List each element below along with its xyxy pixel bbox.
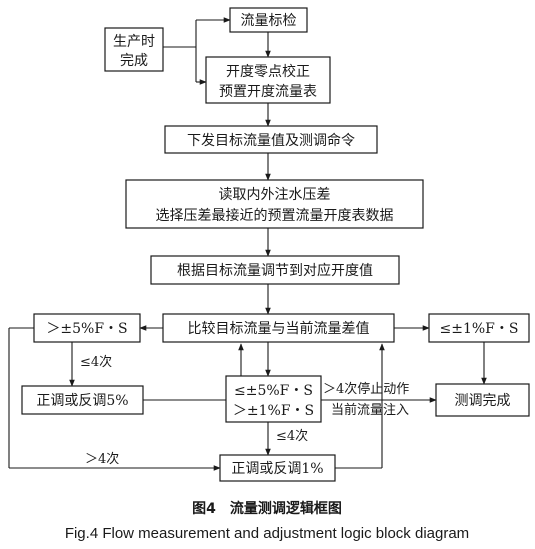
node-issue-target: 下发目标流量值及测调命令 [164,125,378,154]
adjust-opening-label: 根据目标流量调节到对应开度值 [177,262,373,279]
caption-cn: 图4 流量测调逻辑框图 [192,500,342,517]
node-adjust-opening: 根据目标流量调节到对应开度值 [150,255,400,285]
node-done: 测调完成 [435,383,530,417]
read-pressure-line2: 选择压差最接近的预置流量开度表数据 [156,207,394,224]
edge-label-gt4: ＞4次 [85,451,119,467]
edge-label-stop-line2: 当前流量注入 [331,402,409,418]
edge-label-stop-line1: ＞4次停止动作 [323,381,409,397]
zero-correction-line1: 开度零点校正 [226,63,310,80]
connectors [8,17,487,471]
read-pressure-line1: 读取内外注水压差 [219,186,331,203]
node-compare: 比较目标流量与当前流量差值 [162,313,395,343]
le1-label: ≤±1%F・S [440,321,519,337]
node-adjust-5: 正调或反调5% [21,385,144,415]
node-le1: ≤±1%F・S [428,313,530,343]
production-label-line2: 完成 [120,53,148,69]
adjust-5-label: 正调或反调5% [36,393,128,409]
node-flow-calibration: 流量标检 [229,7,308,33]
issue-target-label: 下发目标流量值及测调命令 [187,132,355,149]
node-read-pressure: 读取内外注水压差 选择压差最接近的预置流量开度表数据 [125,179,424,229]
edge-label-le4-b: ≤4次 [276,428,308,444]
node-gt5: ＞±5%F・S [33,313,141,343]
compare-label: 比较目标流量与当前流量差值 [188,320,370,337]
node-range: ≤±5%F・S ＞±1%F・S [225,375,322,423]
done-label: 测调完成 [455,393,511,409]
node-adjust-1: 正调或反调1% [219,454,336,482]
gt5-label: ＞±5%F・S [46,321,127,337]
node-production-complete: 生产时 完成 [104,27,164,72]
edge-label-le4-a: ≤4次 [80,354,112,370]
caption-en: Fig.4 Flow measurement and adjustment lo… [65,525,469,542]
zero-correction-line2: 预置开度流量表 [219,84,317,100]
node-zero-correction: 开度零点校正 预置开度流量表 [205,56,331,104]
flow-calibration-label: 流量标检 [241,13,297,29]
range-line2: ＞±1%F・S [233,403,314,419]
production-label-line1: 生产时 [113,34,155,50]
adjust-1-label: 正调或反调1% [231,461,323,477]
range-line1: ≤±5%F・S [234,383,313,399]
